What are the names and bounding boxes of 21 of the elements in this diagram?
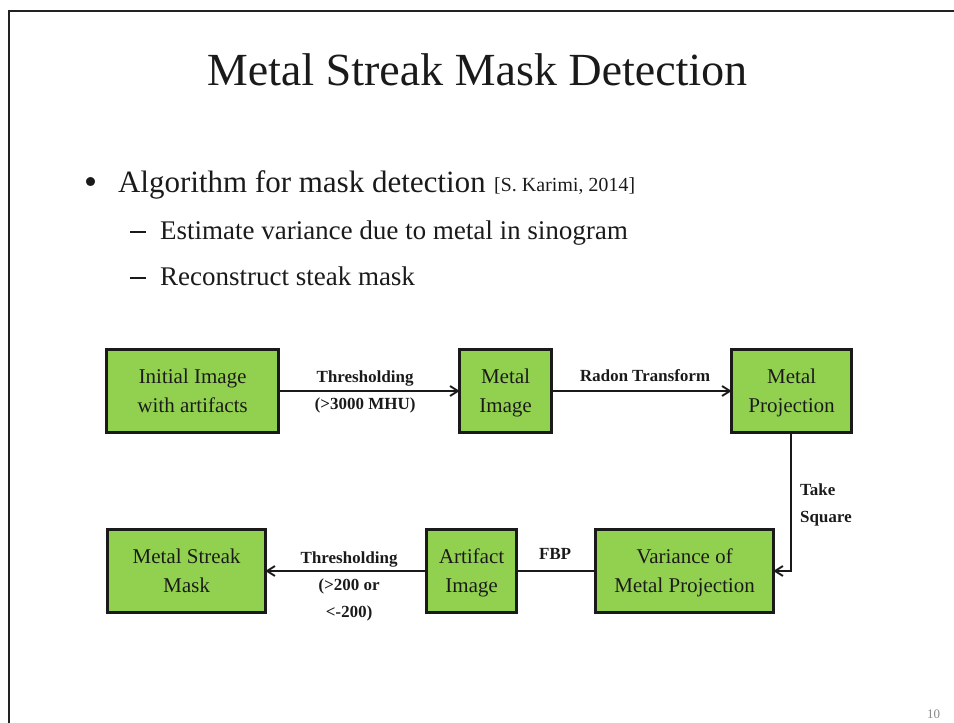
bullet-text: Algorithm for mask detection [118,164,486,200]
edge-label: Thresholding (>3000 MHU) [314,366,416,415]
process-box: Artifact Image [425,528,518,614]
sub-bullet-text: Estimate variance due to metal in sinogram [160,214,628,246]
process-box: Metal Image [458,348,553,434]
slide-title: Metal Streak Mask Detection [206,43,748,97]
arrow [553,385,731,397]
process-box: Metal Projection [730,348,853,434]
citation: [S. Karimi, 2014] [494,173,636,197]
arrow [774,434,792,577]
slide-number: 10 [926,705,940,723]
arrow [280,385,459,397]
sub-bullet-text: Reconstruct steak mask [160,260,415,292]
edge-label: Take Square [800,479,853,528]
edge-label: Radon Transform [578,365,712,387]
process-box: Initial Image with artifacts [105,348,280,434]
edge-label: FBP [538,543,572,565]
process-box: Variance of Metal Projection [594,528,775,614]
process-box: Metal Streak Mask [106,528,267,614]
edge-label: Thresholding (>200 or <-200) [299,547,398,623]
arrow [266,565,425,577]
